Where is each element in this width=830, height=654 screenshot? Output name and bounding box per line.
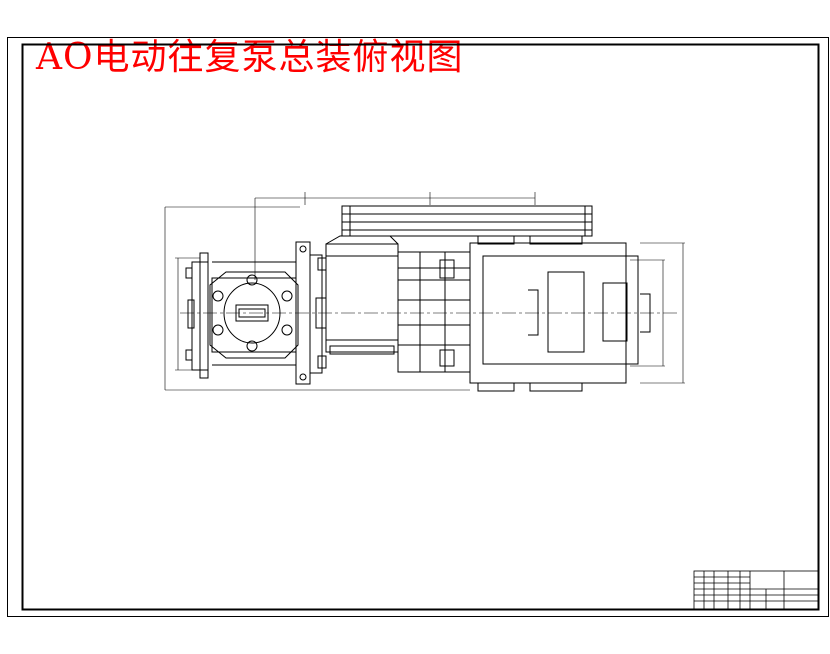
motor-body xyxy=(325,235,399,355)
gearbox xyxy=(469,235,651,392)
pump-head xyxy=(209,261,299,366)
outer-frame xyxy=(7,37,829,617)
inner-frame xyxy=(21,43,820,611)
title-block xyxy=(693,570,819,610)
dimension-lines xyxy=(164,192,685,391)
left-flange xyxy=(185,252,209,379)
linkage xyxy=(397,251,471,373)
belt-drive xyxy=(341,205,593,237)
